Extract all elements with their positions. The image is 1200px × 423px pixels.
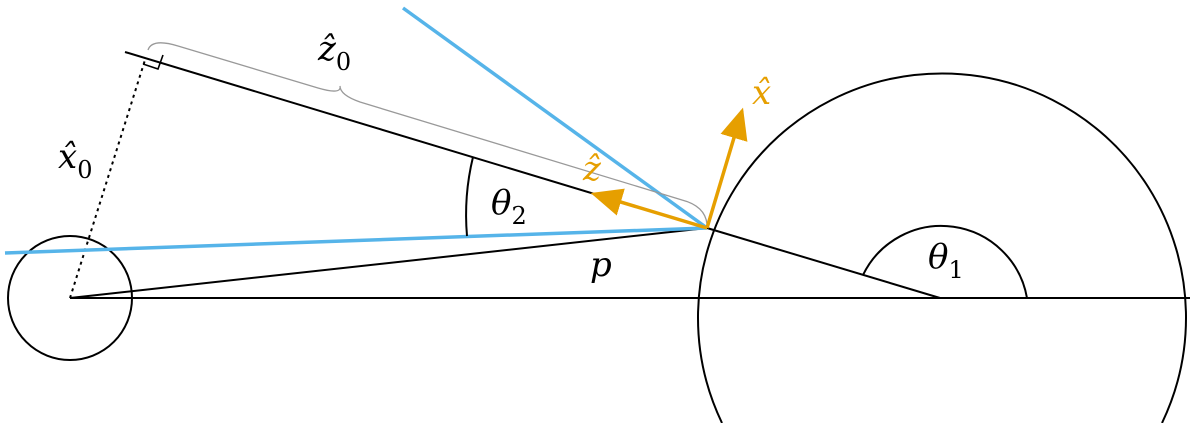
large-circle bbox=[697, 72, 1187, 423]
label-theta2-sub: 2 bbox=[511, 202, 526, 230]
label-p: p bbox=[590, 245, 612, 285]
label-z0-base: ẑ bbox=[317, 29, 337, 69]
label-z-hat: ẑ bbox=[582, 149, 602, 189]
label-theta1-sub: 1 bbox=[948, 256, 963, 284]
label-theta1-base: θ bbox=[928, 237, 948, 277]
label-z0: ẑ0 bbox=[317, 29, 351, 76]
label-x0-base: x̂ bbox=[58, 137, 77, 177]
segment-to-large-center bbox=[706, 227, 941, 299]
angle-arc-theta1 bbox=[862, 224, 1028, 299]
right-angle-marker bbox=[142, 54, 164, 71]
segment-p bbox=[69, 227, 708, 299]
label-x0: x̂0 bbox=[58, 137, 92, 184]
z-hat-arrow bbox=[590, 188, 708, 230]
blue-line-horizontal bbox=[4, 226, 708, 255]
brace-z0 bbox=[147, 42, 708, 225]
label-z0-sub: 0 bbox=[336, 48, 351, 76]
label-theta2: θ2 bbox=[491, 183, 527, 230]
label-theta1: θ1 bbox=[928, 237, 964, 284]
x-hat-arrow bbox=[705, 107, 748, 229]
label-x-hat: x̂ bbox=[752, 73, 771, 113]
label-theta2-base: θ bbox=[491, 183, 511, 223]
angle-arc-theta2 bbox=[465, 156, 474, 237]
blue-line-steep bbox=[401, 6, 709, 230]
label-x0-sub: 0 bbox=[77, 156, 92, 184]
